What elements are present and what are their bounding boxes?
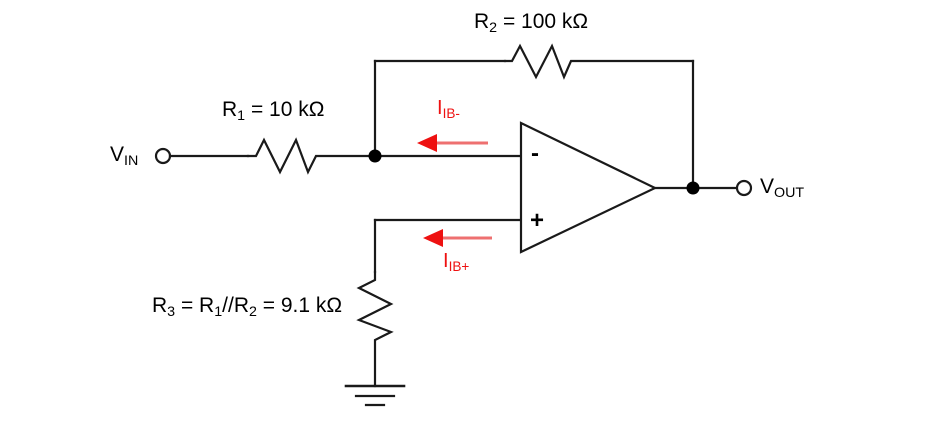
label-ib-plus-sub: IB+ xyxy=(448,258,470,274)
label-r2-sub: 2 xyxy=(489,19,498,36)
current-arrows-group xyxy=(417,134,492,247)
label-ib-plus-name: I xyxy=(443,250,449,272)
label-vin-sub: IN xyxy=(124,152,139,169)
vout-terminal-circle xyxy=(735,179,753,197)
opamp-triangle xyxy=(519,121,658,254)
label-r3-p1: R xyxy=(152,294,168,317)
label-r3-s3: 2 xyxy=(249,303,257,320)
resistor-r1-symbol xyxy=(246,137,377,175)
label-r1: R1 = 10 kΩ xyxy=(222,98,325,123)
label-r3-s2: 1 xyxy=(214,303,223,320)
label-r3-p4: = 9.1 kΩ xyxy=(256,294,343,317)
label-r3-s1: 3 xyxy=(167,303,176,320)
vin-terminal-circle xyxy=(154,147,172,165)
opamp-inverting-sign: - xyxy=(531,140,539,167)
label-vout-sub: OUT xyxy=(774,184,805,201)
label-current-ib-minus: IIB- xyxy=(437,97,460,121)
label-r1-rest: = 10 kΩ xyxy=(245,98,325,121)
resistor-r2-symbol xyxy=(503,43,695,80)
label-vout: VOUT xyxy=(760,175,804,200)
label-vout-name: V xyxy=(760,175,775,198)
label-r2: R2 = 100 kΩ xyxy=(474,10,589,35)
label-ib-minus-name: I xyxy=(437,97,443,119)
current-arrow-ib-plus-head xyxy=(423,229,443,247)
label-vin-name: V xyxy=(110,143,125,166)
label-ib-minus-sub: IB- xyxy=(442,105,460,121)
inverting-node-dot xyxy=(368,149,382,163)
label-r3-p3: //R xyxy=(222,294,249,317)
label-current-ib-plus: IIB+ xyxy=(443,250,470,274)
output-node-dot xyxy=(686,181,700,195)
label-r2-name: R xyxy=(474,10,490,33)
opamp-noninverting-sign: + xyxy=(530,207,545,234)
label-r3-p2: = R xyxy=(175,294,215,317)
label-vin: VIN xyxy=(110,143,138,168)
label-r2-rest: = 100 kΩ xyxy=(497,10,589,33)
label-r1-name: R xyxy=(222,98,238,121)
current-arrow-ib-minus-head xyxy=(417,134,437,152)
resistor-r3-symbol xyxy=(356,270,394,388)
label-r3: R3 = R1//R2 = 9.1 kΩ xyxy=(152,294,343,319)
label-r1-sub: 1 xyxy=(237,107,246,124)
